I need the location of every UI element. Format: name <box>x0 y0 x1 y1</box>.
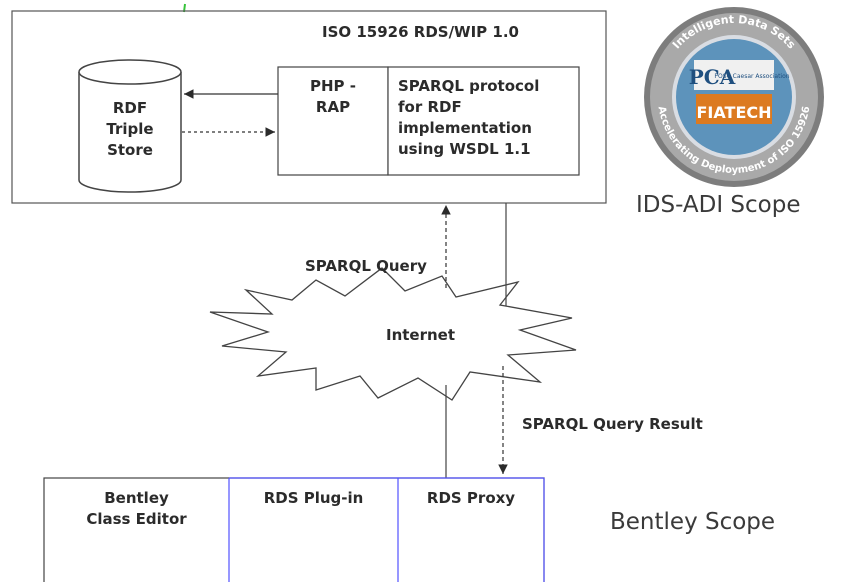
store-label: RDF Triple Store <box>79 98 181 161</box>
class-editor-line-1: Bentley <box>104 489 169 507</box>
logo-posc-text: POSC Caesar Association <box>714 73 789 80</box>
sparql-protocol-line-4: using WSDL 1.1 <box>398 140 531 158</box>
ids-adi-logo: Intelligent Data Sets Accelerating Deplo… <box>644 7 824 187</box>
sparql-protocol-box <box>387 66 580 176</box>
sparql-protocol-line-2: for RDF <box>398 98 462 116</box>
php-rap-label-line-1: PHP - <box>310 77 356 95</box>
class-editor-line-2: Class Editor <box>86 510 187 528</box>
store-label-line-2: Triple <box>106 120 154 138</box>
store-label-line-1: RDF <box>112 99 148 117</box>
sparql-protocol-label: SPARQL protocol for RDF implementation u… <box>398 76 578 160</box>
bentley-scope-label: Bentley Scope <box>610 509 776 535</box>
ids-adi-scope-label: IDS-ADI Scope <box>636 192 801 218</box>
class-editor-label: Bentley Class Editor <box>44 488 229 530</box>
store-label-line-3: Store <box>107 141 153 159</box>
logo-pca-text: PCA <box>689 65 736 89</box>
internet-cloud <box>209 267 577 401</box>
php-rap-label-line-2: RAP <box>315 98 351 116</box>
logo-fiatech-text: FIATECH <box>697 103 772 122</box>
php-rap-label: PHP - RAP <box>278 76 388 118</box>
rds-proxy-label: RDS Proxy <box>426 489 516 507</box>
server-box <box>11 10 607 204</box>
php-rap-box <box>277 66 389 176</box>
sparql-protocol-line-1: SPARQL protocol <box>398 77 540 95</box>
server-title: ISO 15926 RDS/WIP 1.0 <box>322 23 519 41</box>
sparql-protocol-line-3: implementation <box>398 119 532 137</box>
rds-plugin-label: RDS Plug-in <box>263 489 364 507</box>
rdf-triple-store-cylinder <box>78 59 182 193</box>
internet-label: Internet <box>386 326 456 344</box>
sparql-result-label: SPARQL Query Result <box>522 415 703 433</box>
sparql-query-label: SPARQL Query <box>305 257 427 275</box>
